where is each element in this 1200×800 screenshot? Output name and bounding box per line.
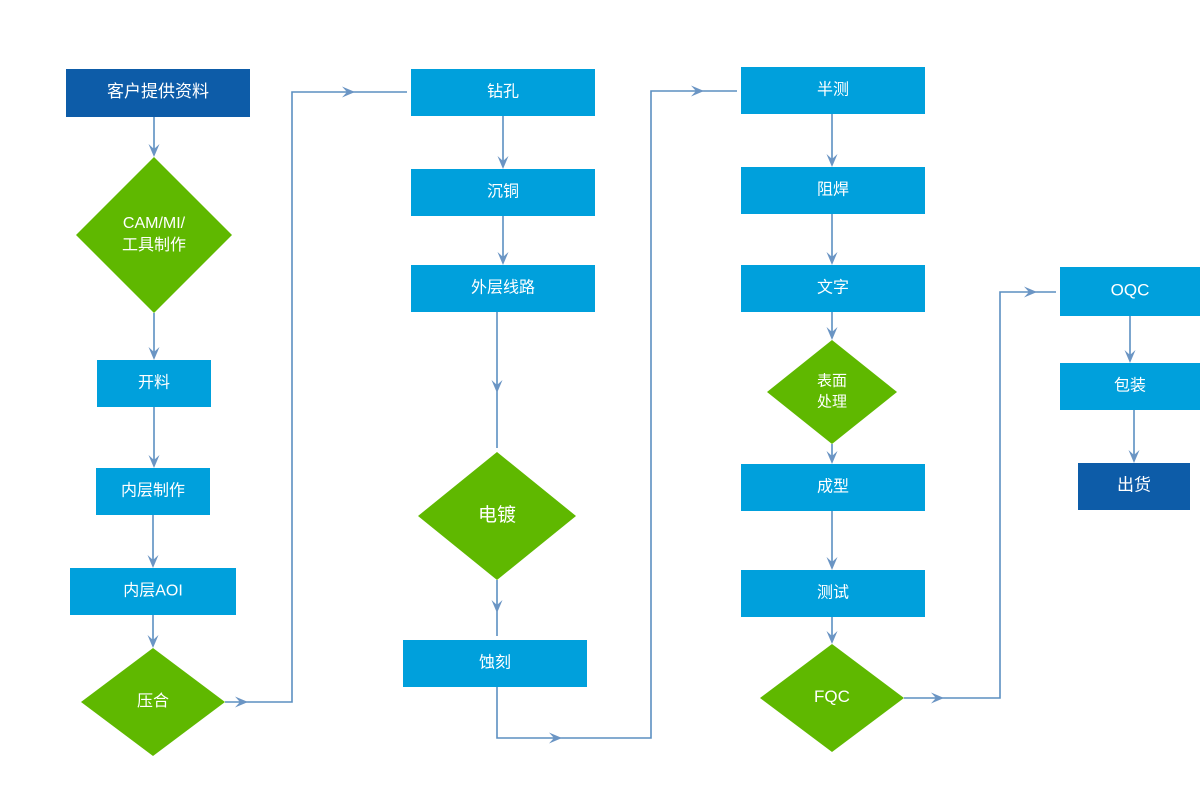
connector-legend-to-surface-finish (826, 312, 838, 340)
node-oqc[interactable]: OQC (1060, 267, 1200, 316)
node-cam-mi-tooling[interactable]: CAM/MI/工具制作 (76, 157, 232, 313)
node-fqc[interactable]: FQC (760, 644, 904, 752)
node-outer-layer-circuit-shape[interactable] (411, 265, 595, 312)
node-fqc-shape[interactable] (760, 644, 904, 752)
node-packaging[interactable]: 包装 (1060, 363, 1200, 410)
node-etching-shape[interactable] (403, 640, 587, 687)
connector-cutting-to-inner-layer-arrowhead (148, 455, 160, 468)
connector-oqc-to-packaging-arrowhead (1124, 350, 1136, 363)
connector-packaging-to-shipment-arrowhead (1128, 450, 1140, 463)
connector-legend-to-surface-finish-arrowhead (826, 327, 838, 340)
node-customer-data-shape[interactable] (66, 69, 250, 117)
connector-inner-layer-to-aoi-arrowhead (147, 555, 159, 568)
connector-customer-to-cam-arrowhead (148, 144, 160, 157)
node-solder-mask-shape[interactable] (741, 167, 925, 214)
connector-solder-mask-to-legend-arrowhead (826, 252, 838, 265)
connector-etching-to-half-test-arrowhead (549, 732, 562, 744)
connector-cam-to-cutting-arrowhead (148, 347, 160, 360)
node-drilling-shape[interactable] (411, 69, 595, 116)
node-shipment[interactable]: 出货 (1078, 463, 1190, 510)
node-cam-mi-tooling-shape[interactable] (76, 157, 232, 313)
node-inner-layer-fabrication[interactable]: 内层制作 (96, 468, 210, 515)
node-drilling[interactable]: 钻孔 (411, 69, 595, 116)
node-customer-data[interactable]: 客户提供资料 (66, 69, 250, 117)
node-lamination[interactable]: 压合 (81, 648, 225, 756)
node-lamination-shape[interactable] (81, 648, 225, 756)
node-electrical-test[interactable]: 测试 (741, 570, 925, 617)
connector-surface-finish-to-routing-arrowhead (826, 451, 838, 464)
node-oqc-shape[interactable] (1060, 267, 1200, 316)
node-cutting[interactable]: 开料 (97, 360, 211, 407)
node-electroplating[interactable]: 电镀 (418, 452, 576, 580)
connector-etching-to-half-test (496, 85, 737, 744)
connector-cutting-to-inner-layer (148, 407, 160, 468)
connector-surface-finish-to-routing (826, 444, 838, 464)
connector-test-to-fqc (826, 617, 838, 644)
node-etching[interactable]: 蚀刻 (403, 640, 587, 687)
node-cutting-shape[interactable] (97, 360, 211, 407)
connector-inner-layer-to-aoi (147, 515, 159, 568)
connector-solder-mask-to-legend (826, 214, 838, 265)
connector-copper-to-outer-layer-arrowhead (497, 252, 509, 265)
connector-lamination-to-drilling (225, 86, 407, 708)
connector-lamination-to-drilling-arrowhead (235, 696, 248, 708)
connector-fqc-to-oqc (904, 286, 1056, 704)
node-routing-shape[interactable] (741, 464, 925, 511)
node-inner-layer-fabrication-shape[interactable] (96, 468, 210, 515)
connector-cam-to-cutting (148, 313, 160, 360)
node-outer-layer-circuit[interactable]: 外层线路 (411, 265, 595, 312)
connector-etching-to-half-test-line (496, 90, 737, 739)
connector-routing-to-test-arrowhead (826, 557, 838, 570)
node-solder-mask[interactable]: 阻焊 (741, 167, 925, 214)
connector-oqc-to-packaging (1124, 316, 1136, 363)
connector-outer-layer-to-plating (491, 312, 503, 448)
connector-lamination-to-drilling-line (225, 91, 407, 703)
connector-plating-to-etching-arrowhead (491, 600, 503, 613)
node-surface-finish[interactable]: 表面处理 (767, 340, 897, 444)
connector-customer-to-cam (148, 117, 160, 157)
connector-aoi-to-lamination-arrowhead (147, 635, 159, 648)
node-inner-layer-aoi-shape[interactable] (70, 568, 236, 615)
connector-half-test-to-solder-mask-arrowhead (826, 154, 838, 167)
node-shipment-shape[interactable] (1078, 463, 1190, 510)
connector-drilling-to-copper (497, 116, 509, 169)
connector-plating-to-etching (491, 580, 503, 636)
connector-packaging-to-shipment (1128, 410, 1140, 463)
connector-drilling-to-copper-arrowhead (497, 156, 509, 169)
node-half-test[interactable]: 半测 (741, 67, 925, 114)
node-copper-deposition-shape[interactable] (411, 169, 595, 216)
connector-routing-to-test (826, 511, 838, 570)
node-legend-printing[interactable]: 文字 (741, 265, 925, 312)
node-routing[interactable]: 成型 (741, 464, 925, 511)
connector-fqc-to-oqc-arrowhead (1024, 286, 1037, 298)
node-half-test-shape[interactable] (741, 67, 925, 114)
connector-copper-to-outer-layer (497, 216, 509, 265)
node-legend-printing-shape[interactable] (741, 265, 925, 312)
connector-fqc-to-oqc-arrowhead (931, 692, 944, 704)
node-electroplating-shape[interactable] (418, 452, 576, 580)
node-copper-deposition[interactable]: 沉铜 (411, 169, 595, 216)
node-inner-layer-aoi[interactable]: 内层AOI (70, 568, 236, 615)
connector-etching-to-half-test-arrowhead (691, 85, 704, 97)
connector-aoi-to-lamination (147, 615, 159, 648)
node-electrical-test-shape[interactable] (741, 570, 925, 617)
connector-outer-layer-to-plating-arrowhead (491, 380, 503, 393)
connectors-layer (147, 85, 1140, 744)
connector-test-to-fqc-arrowhead (826, 631, 838, 644)
connector-half-test-to-solder-mask (826, 114, 838, 167)
connector-lamination-to-drilling-arrowhead (342, 86, 355, 98)
node-surface-finish-shape[interactable] (767, 340, 897, 444)
connector-fqc-to-oqc-line (904, 291, 1056, 699)
node-packaging-shape[interactable] (1060, 363, 1200, 410)
